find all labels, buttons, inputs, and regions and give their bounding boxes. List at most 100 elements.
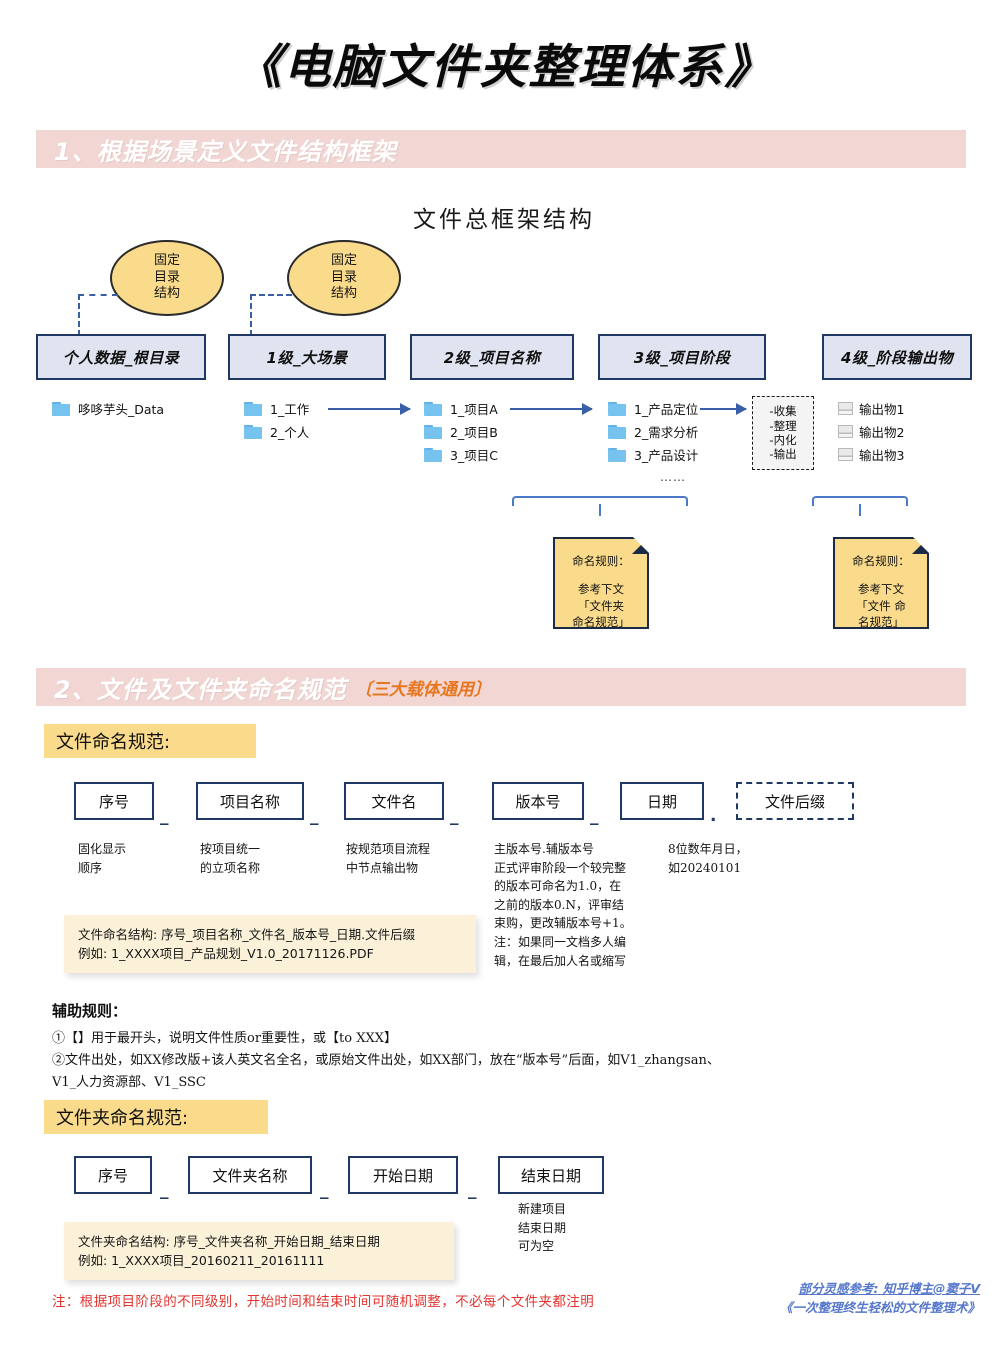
list-item-label: 2_个人	[270, 425, 310, 440]
list-item-label: 1_产品定位	[634, 402, 699, 417]
level-4-label: 4级_阶段输出物	[841, 348, 953, 367]
folder-icon	[608, 424, 626, 439]
list-item-label: 2_需求分析	[634, 425, 699, 440]
folder-naming-example-line: 例如: 1_XXXX项目_20160211_20161111	[78, 1253, 325, 1268]
part-label: 开始日期	[372, 1166, 433, 1185]
file-name-part-日期: 日期	[620, 782, 704, 820]
level-3-label: 3级_项目阶段	[633, 348, 731, 367]
folder-list-root: 哆哆芋头_Data	[52, 397, 164, 420]
file-name-part-版本号: 版本号	[492, 782, 584, 820]
folder-icon	[608, 401, 626, 416]
list-item-label: 2_项目B	[450, 425, 498, 440]
folder-name-separator-2: _	[320, 1180, 329, 1200]
credit-line-2: 《一次整理终生轻松的文件整理术》	[779, 1299, 980, 1315]
footer-red-note: 注：根据项目阶段的不同级别，开始时间和结束时间可随机调整，不必每个文件夹都注明	[52, 1294, 595, 1310]
ellipse-1-line2: 目录	[153, 269, 180, 285]
level-box-root: 个人数据_根目录	[36, 334, 206, 380]
part-label: 版本号	[515, 792, 561, 811]
level-box-3: 3级_项目阶段	[598, 334, 766, 380]
section-1-label: 1、根据场景定义文件结构框架	[54, 137, 397, 166]
part-label: 序号	[98, 792, 129, 811]
file-naming-label: 文件命名规范:	[44, 724, 256, 758]
dashed-connector-2	[250, 294, 292, 336]
ellipse-1-line1: 固定	[153, 253, 180, 269]
level-box-2: 2级_项目名称	[410, 334, 574, 380]
file-naming-structure-line: 文件命名结构: 序号_项目名称_文件名_版本号_日期.文件后缀	[78, 927, 416, 942]
list-item: 输出物2	[838, 420, 904, 443]
file-name-separator-4: _	[590, 806, 599, 826]
part-label: 文件夹名称	[212, 1166, 288, 1185]
phase-steps-note: -收集 -整理 -内化 -输出	[752, 396, 814, 470]
list-item-label: 1_工作	[270, 402, 310, 417]
folder-icon	[608, 447, 626, 462]
phase-step-1: -收集	[769, 404, 797, 419]
list-item-label: 3_项目C	[450, 448, 498, 463]
list-item: 1_产品定位	[608, 397, 698, 420]
file-name-part-文件名: 文件名	[344, 782, 444, 820]
file-naming-example-note: 文件命名结构: 序号_项目名称_文件名_版本号_日期.文件后缀 例如: 1_XX…	[64, 915, 476, 973]
folder-icon	[244, 401, 262, 416]
part-label: 序号	[97, 1166, 128, 1185]
phase-step-3: -内化	[769, 433, 797, 447]
list-item: 2_个人	[244, 420, 309, 443]
folder-list-level1: 1_工作 2_个人	[244, 397, 309, 443]
folder-list-level2: 1_项目A 2_项目B 3_项目C	[424, 397, 498, 466]
file-naming-example-line: 例如: 1_XXXX项目_产品规划_V1.0_20171126.PDF	[78, 946, 374, 961]
file-name-separator-3: _	[450, 806, 459, 826]
list-item: 2_项目B	[424, 420, 498, 443]
ellipse-1-line3: 结构	[153, 286, 180, 302]
folder-icon	[424, 424, 442, 439]
ellipsis-text: ……	[660, 470, 686, 484]
list-item-label: 输出物3	[859, 448, 905, 463]
list-item-label: 1_项目A	[450, 402, 498, 417]
dashed-connector-1	[78, 294, 118, 336]
credit-line-1: 部分灵感参考: 知乎博主@窦子V	[798, 1281, 980, 1296]
ellipse-2-line3: 结构	[330, 286, 357, 302]
file-name-separator-1: _	[160, 806, 169, 826]
file-name-part-序号: 序号	[74, 782, 154, 820]
folder-name-separator-1: _	[160, 1180, 169, 1200]
list-item: 哆哆芋头_Data	[52, 397, 164, 420]
sticky-2-head: 命名规则：	[852, 554, 910, 568]
sticky-2-body: 参考下文 「文件 命 名规范」	[856, 582, 906, 629]
folder-list-level3: 1_产品定位 2_需求分析 3_产品设计	[608, 397, 698, 466]
folder-name-part-文件夹名称: 文件夹名称	[188, 1156, 312, 1194]
folder-icon	[424, 447, 442, 462]
list-item: 1_项目A	[424, 397, 498, 420]
arrow-level2-to-level3	[510, 403, 593, 415]
naming-rule-sticky-1: 命名规则： 参考下文 「文件夹 命名规范」	[553, 537, 649, 629]
folder-name-part-结束日期: 结束日期	[498, 1156, 604, 1194]
folder-icon	[244, 424, 262, 439]
part-label: 文件后缀	[764, 792, 825, 811]
list-item: 输出物3	[838, 443, 904, 466]
part-label: 日期	[646, 792, 677, 811]
diagram-title: 文件总框架结构	[413, 207, 595, 233]
credit-attribution: 部分灵感参考: 知乎博主@窦子V 《一次整理终生轻松的文件整理术》	[780, 1280, 980, 1318]
level-box-1: 1级_大场景	[228, 334, 386, 380]
folder-naming-structure-line: 文件夹命名结构: 序号_文件夹名称_开始日期_结束日期	[78, 1234, 380, 1249]
part-label: 项目名称	[219, 792, 280, 811]
list-item: 3_产品设计	[608, 443, 698, 466]
list-item-label: 哆哆芋头_Data	[78, 402, 165, 417]
file-part-desc-2: 按项目统一 的立项名称	[200, 842, 261, 875]
phase-step-4: -输出	[769, 447, 797, 462]
list-item-label: 输出物2	[859, 425, 905, 440]
section-2-label: 2、文件及文件夹命名规范	[54, 675, 347, 704]
naming-rule-sticky-2: 命名规则： 参考下文 「文件 命 名规范」	[833, 537, 929, 629]
folder-icon	[52, 401, 70, 416]
fixed-dir-ellipse-2: 固定 目录 结构	[287, 240, 401, 316]
arrow-level1-to-level2	[328, 403, 411, 415]
sticky-1-head: 命名规则：	[572, 554, 630, 568]
list-item-label: 输出物1	[859, 402, 905, 417]
list-item-label: 3_产品设计	[634, 448, 699, 463]
folder-naming-label: 文件夹命名规范:	[44, 1100, 268, 1134]
page-title: 《电脑文件夹整理体系》	[234, 40, 774, 95]
list-item: 3_项目C	[424, 443, 498, 466]
folder-naming-example-note: 文件夹命名结构: 序号_文件夹名称_开始日期_结束日期 例如: 1_XXXX项目…	[64, 1222, 454, 1280]
level-box-4: 4级_阶段输出物	[822, 334, 972, 380]
aux-rules-body: ①【】用于最开头，说明文件性质or重要性，或【to XXX】 ②文件出处，如XX…	[52, 1031, 720, 1090]
folder-name-part-序号: 序号	[74, 1156, 152, 1194]
level-1-label: 1级_大场景	[266, 348, 348, 367]
level-2-label: 2级_项目名称	[443, 348, 541, 367]
